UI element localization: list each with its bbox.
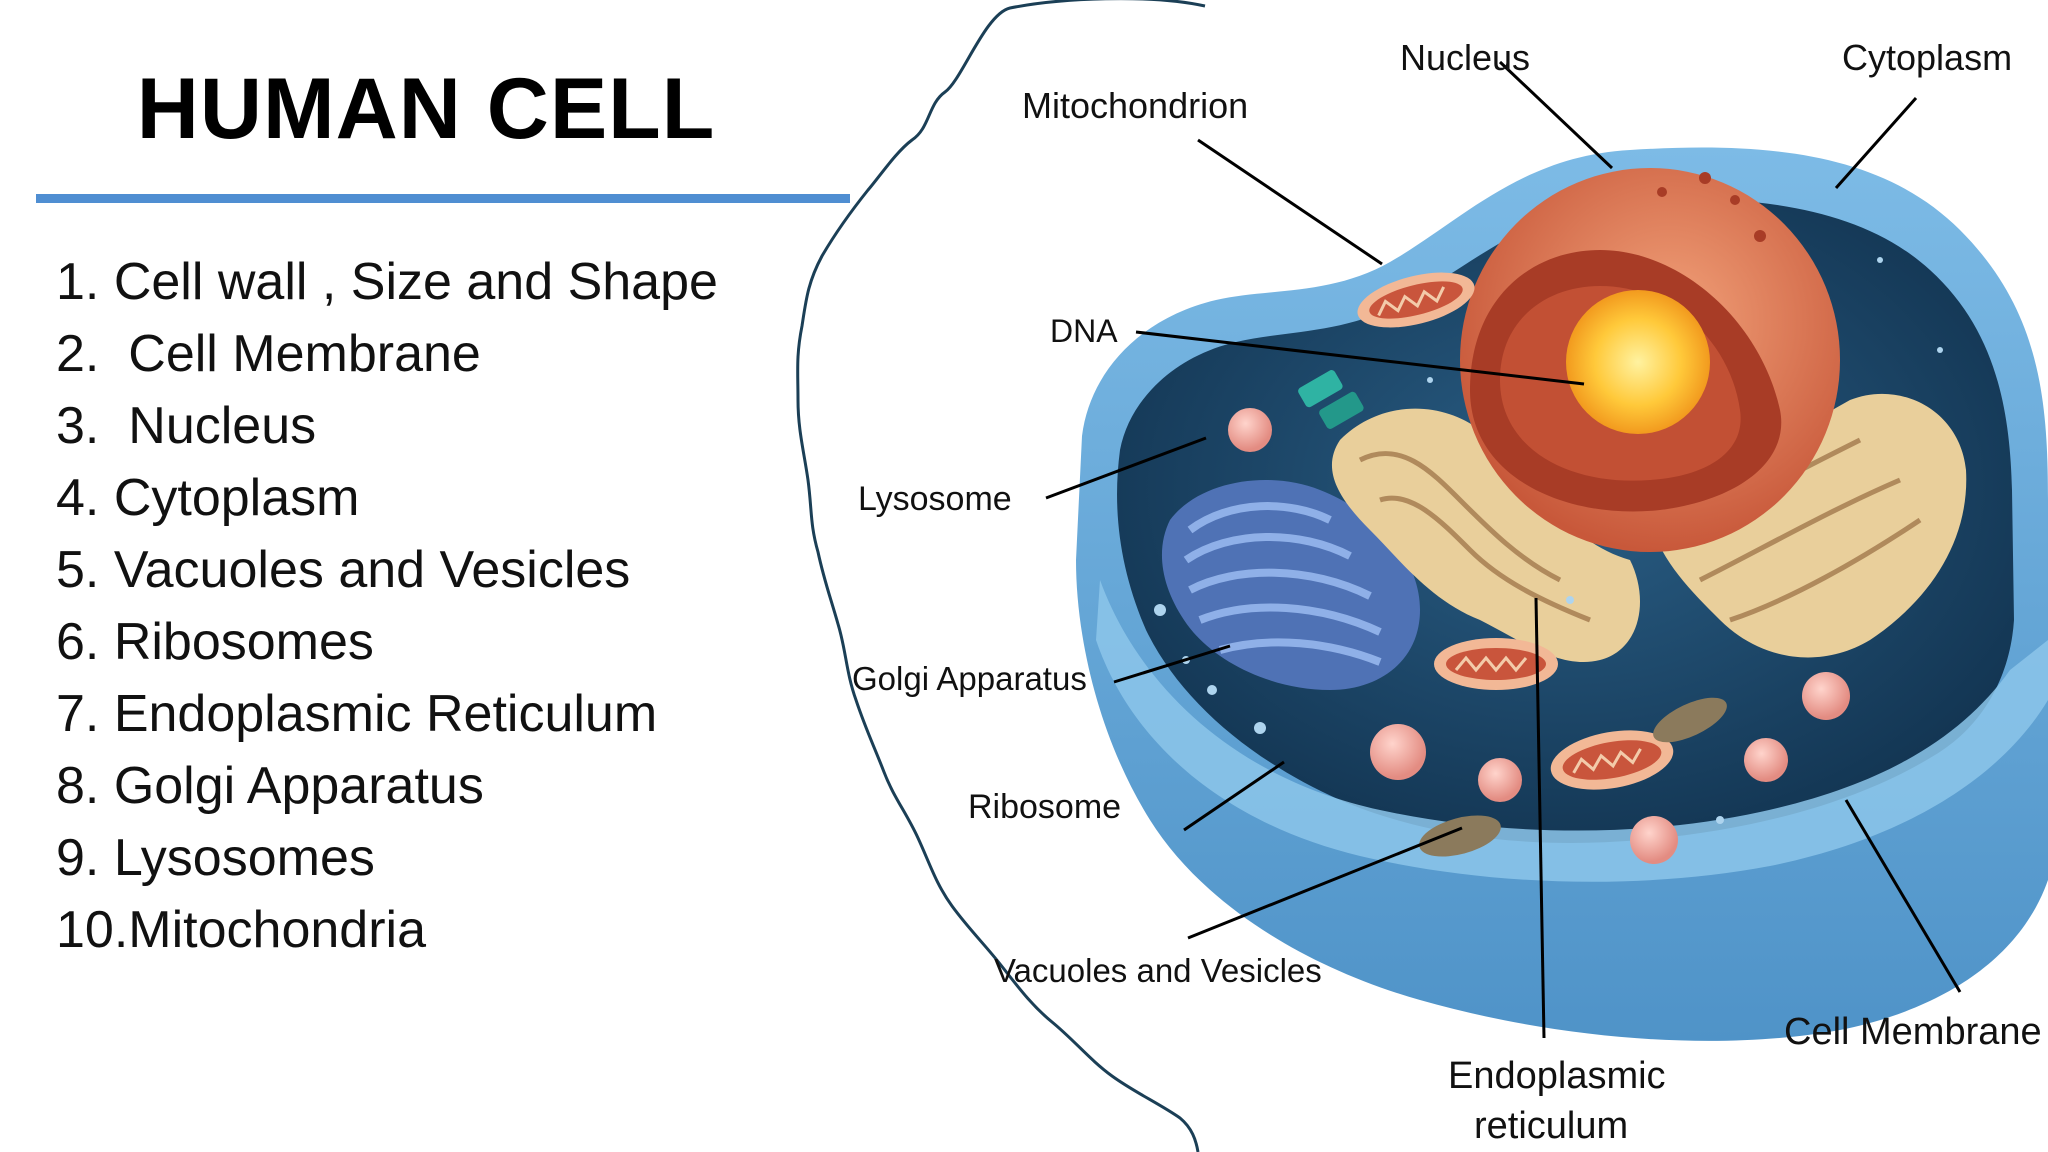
- slide-title: HUMAN CELL: [136, 61, 716, 157]
- label-cell-membrane: Cell Membrane: [1784, 1011, 2042, 1053]
- membrane-cut-rim: [1096, 580, 2048, 882]
- label-golgi-apparatus: Golgi Apparatus: [852, 660, 1087, 697]
- endoplasmic-reticulum-left: [1331, 408, 1640, 662]
- lysosome-6: [1802, 672, 1850, 720]
- topic-item-lysosomes: 9. Lysosomes: [56, 829, 375, 887]
- label-vacuoles-vesicles: Vacuoles and Vesicles: [994, 952, 1322, 989]
- title-underline: [36, 194, 850, 203]
- topic-item-golgi: 8. Golgi Apparatus: [56, 757, 484, 815]
- mitochondrion-bottom: [1550, 730, 1674, 790]
- topic-item-vacuoles: 5. Vacuoles and Vesicles: [56, 541, 631, 599]
- label-cytoplasm: Cytoplasm: [1842, 37, 2012, 78]
- topic-item-cytoplasm: 4. Cytoplasm: [56, 469, 360, 527]
- centrosome: [1298, 370, 1364, 429]
- nucleus: [1460, 168, 1840, 552]
- topic-item-ribosomes: 6. Ribosomes: [56, 613, 374, 671]
- label-lysosome: Lysosome: [858, 480, 1012, 518]
- golgi-apparatus: [1161, 480, 1420, 690]
- lysosome-3: [1478, 758, 1522, 802]
- label-nucleus: Nucleus: [1400, 37, 1530, 78]
- cell-wall-outline: [796, 0, 1206, 1152]
- topic-item-nucleus: 3. Nucleus: [56, 397, 317, 455]
- topic-item-mitochondria: 10.Mitochondria: [56, 901, 426, 959]
- label-ribosome: Ribosome: [968, 788, 1121, 826]
- label-dna: DNA: [1050, 313, 1118, 349]
- topic-item-er: 7. Endoplasmic Reticulum: [56, 685, 658, 743]
- topic-item-cell-wall: 1. Cell wall , Size and Shape: [56, 253, 718, 311]
- lysosome-4: [1630, 816, 1678, 864]
- leader-lines: [1045, 60, 1962, 1039]
- vacuole: [1419, 815, 1501, 857]
- endoplasmic-reticulum-right: [1650, 393, 1967, 658]
- lysosome-2: [1370, 724, 1426, 780]
- label-er-line1: Endoplasmic: [1448, 1055, 1666, 1097]
- vesicle-brown: [1653, 697, 1727, 743]
- topic-item-cell-membrane: 2. Cell Membrane: [56, 325, 481, 383]
- mitochondrion-middle: [1434, 638, 1558, 690]
- mitochondrion-top: [1357, 272, 1475, 328]
- label-er-line2: reticulum: [1474, 1105, 1628, 1147]
- lysosome-5: [1744, 738, 1788, 782]
- topic-list: 1. Cell wall , Size and Shape 2. Cell Me…: [56, 246, 718, 966]
- label-mitochondrion: Mitochondrion: [1022, 85, 1248, 126]
- lysosome-1: [1228, 408, 1272, 452]
